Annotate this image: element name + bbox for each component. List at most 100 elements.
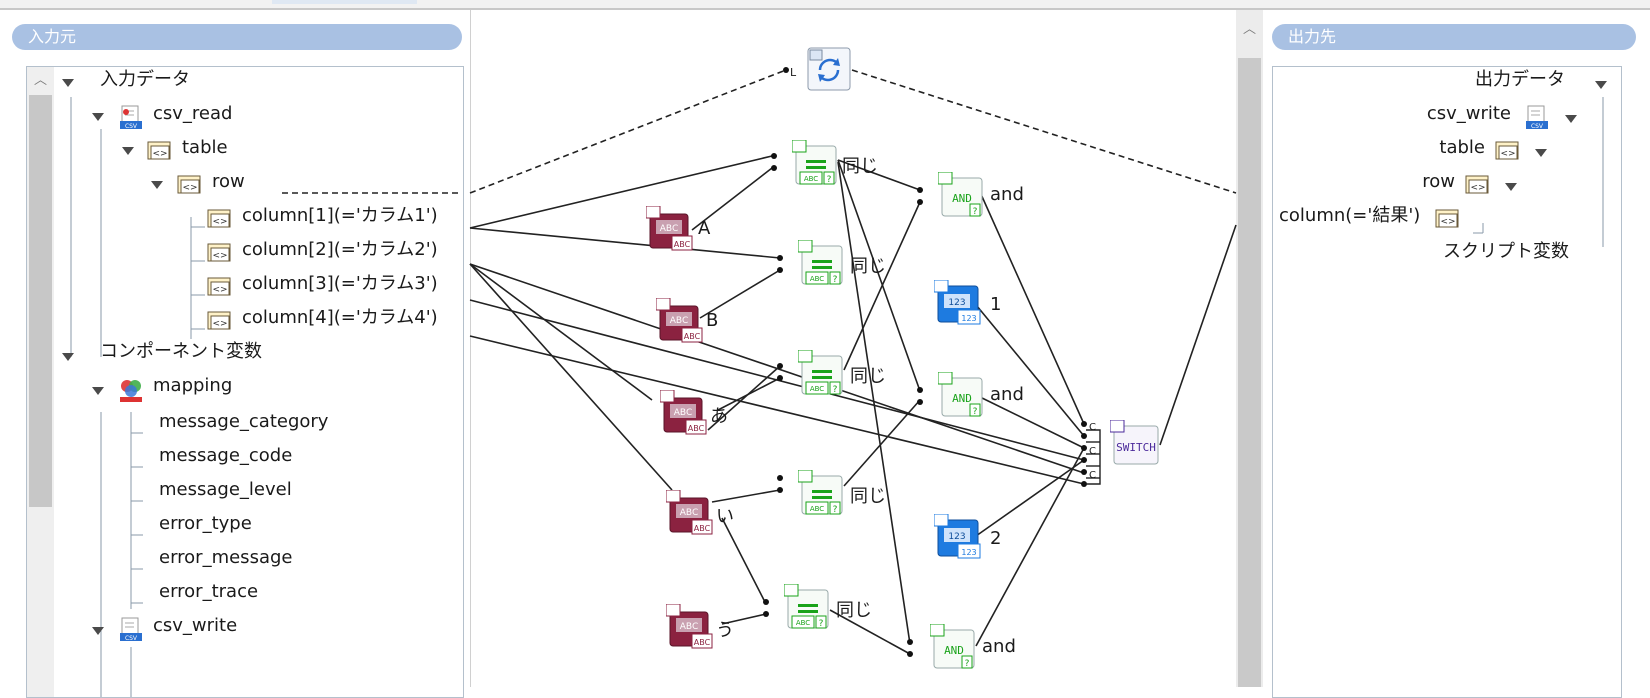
loop-component[interactable] <box>806 46 852 96</box>
svg-text:<>: <> <box>1500 149 1515 159</box>
expand-arrow-icon[interactable] <box>92 113 104 121</box>
expand-arrow-icon[interactable] <box>92 387 104 395</box>
tree-node-row[interactable]: row <box>212 171 245 192</box>
and-component-1[interactable]: AND? <box>938 172 986 220</box>
csv-file-icon: CSV <box>120 617 142 642</box>
scroll-up-icon[interactable]: ︿ <box>34 73 48 88</box>
switch-component[interactable]: SWITCH <box>1110 420 1162 468</box>
output-node-output-data[interactable]: 出力データ <box>1475 69 1565 90</box>
compare-label-1: 同じ <box>842 156 878 177</box>
tree-node-component-vars[interactable]: コンポーネント変数 <box>100 341 262 362</box>
string-constant-i[interactable]: ABC ABC <box>666 490 716 538</box>
expand-arrow-icon[interactable] <box>151 181 163 189</box>
tree-node-column-2[interactable]: column[2](='カラム2') <box>242 239 438 260</box>
compare-component-5[interactable]: ABC? <box>784 584 832 632</box>
mapping-icon <box>120 380 142 402</box>
compare-component-1[interactable]: ABC? <box>792 140 840 188</box>
svg-text:?: ? <box>827 175 832 185</box>
and-component-2[interactable]: AND? <box>938 372 986 420</box>
svg-text:<>: <> <box>1470 183 1485 193</box>
svg-text:123: 123 <box>961 548 976 557</box>
svg-text:123: 123 <box>961 314 976 323</box>
svg-text:?: ? <box>965 659 970 669</box>
number-label-2: 2 <box>990 528 1002 549</box>
folder-tag-icon: <> <box>147 141 171 160</box>
tree-node-error-type[interactable]: error_type <box>159 513 252 534</box>
constant-label-a: A <box>698 218 711 239</box>
tree-node-column-3[interactable]: column[3](='カラム3') <box>242 273 438 294</box>
expand-arrow-icon[interactable] <box>1595 81 1607 89</box>
tree-node-message-category[interactable]: message_category <box>159 411 329 432</box>
and-label-2: and <box>990 384 1024 405</box>
expand-arrow-icon[interactable] <box>62 353 74 361</box>
output-tree-lines <box>1473 97 1604 247</box>
expand-arrow-icon[interactable] <box>1565 115 1577 123</box>
tree-node-error-message[interactable]: error_message <box>159 547 293 568</box>
expand-arrow-icon[interactable] <box>92 627 104 635</box>
number-label-1: 1 <box>990 294 1002 315</box>
expand-arrow-icon[interactable] <box>122 147 134 155</box>
compare-component-3[interactable]: ABC? <box>798 350 846 398</box>
svg-text:?: ? <box>833 385 838 395</box>
string-constant-b[interactable]: ABC ABC <box>656 298 706 346</box>
expand-arrow-icon[interactable] <box>1505 183 1517 191</box>
active-tab-marker[interactable] <box>272 0 417 4</box>
svg-text:123: 123 <box>948 532 965 542</box>
mapping-canvas[interactable] <box>470 10 1237 687</box>
output-node-table[interactable]: table <box>1439 137 1485 158</box>
output-node-row[interactable]: row <box>1422 171 1455 192</box>
svg-text:CSV: CSV <box>1531 123 1544 130</box>
svg-text:<>: <> <box>212 285 227 295</box>
expand-arrow-icon[interactable] <box>62 79 74 87</box>
switch-port-1: C <box>1089 422 1096 433</box>
input-panel-header: 入力元 <box>12 24 462 50</box>
svg-text:ABC: ABC <box>810 505 824 513</box>
output-node-csv-write[interactable]: csv_write <box>1426 103 1511 124</box>
tree-node-column-4[interactable]: column[4](='カラム4') <box>242 307 438 328</box>
output-node-script-vars[interactable]: スクリプト変数 <box>1443 241 1569 262</box>
tree-node-message-code[interactable]: message_code <box>159 445 293 466</box>
tree-node-error-trace[interactable]: error_trace <box>159 581 259 602</box>
input-tree[interactable]: ︿ 入力データ CSV csv_read <> table < <box>26 66 464 698</box>
folder-tag-icon: <> <box>177 175 201 194</box>
and-component-3[interactable]: AND? <box>930 624 978 672</box>
compare-component-4[interactable]: ABC? <box>798 470 846 518</box>
svg-text:?: ? <box>819 619 824 629</box>
tree-node-column-1[interactable]: column[1](='カラム1') <box>242 205 438 226</box>
svg-text:?: ? <box>833 505 838 515</box>
compare-component-2[interactable]: ABC? <box>798 240 846 288</box>
switch-port-3: C <box>1089 470 1096 481</box>
svg-text:ABC: ABC <box>684 332 701 341</box>
compare-label-4: 同じ <box>850 486 886 507</box>
csv-file-icon: CSV <box>120 105 142 130</box>
canvas-scroll-thumb[interactable] <box>1238 58 1261 687</box>
tree-node-table[interactable]: table <box>182 137 228 158</box>
switch-port-2: C <box>1089 446 1096 457</box>
svg-text:ABC: ABC <box>694 524 711 533</box>
tree-node-input-data[interactable]: 入力データ <box>100 69 190 90</box>
folder-tag-icon: <> <box>207 243 231 262</box>
svg-text:ABC: ABC <box>680 622 698 632</box>
tree-node-mapping[interactable]: mapping <box>153 375 233 396</box>
compare-label-2: 同じ <box>850 256 886 277</box>
svg-text:ABC: ABC <box>670 316 688 326</box>
output-tree[interactable]: 出力データ csv_write CSV table <> row <> colu… <box>1272 66 1622 698</box>
svg-text:<>: <> <box>1440 217 1455 227</box>
tree-node-csv-write[interactable]: csv_write <box>153 615 238 636</box>
scroll-up-icon[interactable]: ︿ <box>1243 22 1257 37</box>
svg-text:CSV: CSV <box>125 635 138 642</box>
input-tree-scroll-thumb[interactable] <box>29 95 52 507</box>
svg-text:ABC: ABC <box>796 619 810 627</box>
output-node-column-result[interactable]: column(='結果') <box>1279 205 1421 226</box>
svg-text:ABC: ABC <box>680 508 698 518</box>
number-constant-2[interactable]: 123 123 <box>934 514 984 562</box>
expand-arrow-icon[interactable] <box>1535 149 1547 157</box>
tree-node-message-level[interactable]: message_level <box>159 479 292 500</box>
loop-port-label: L <box>790 66 797 79</box>
svg-text:<>: <> <box>182 183 197 193</box>
tree-node-csv-read[interactable]: csv_read <box>153 103 233 124</box>
